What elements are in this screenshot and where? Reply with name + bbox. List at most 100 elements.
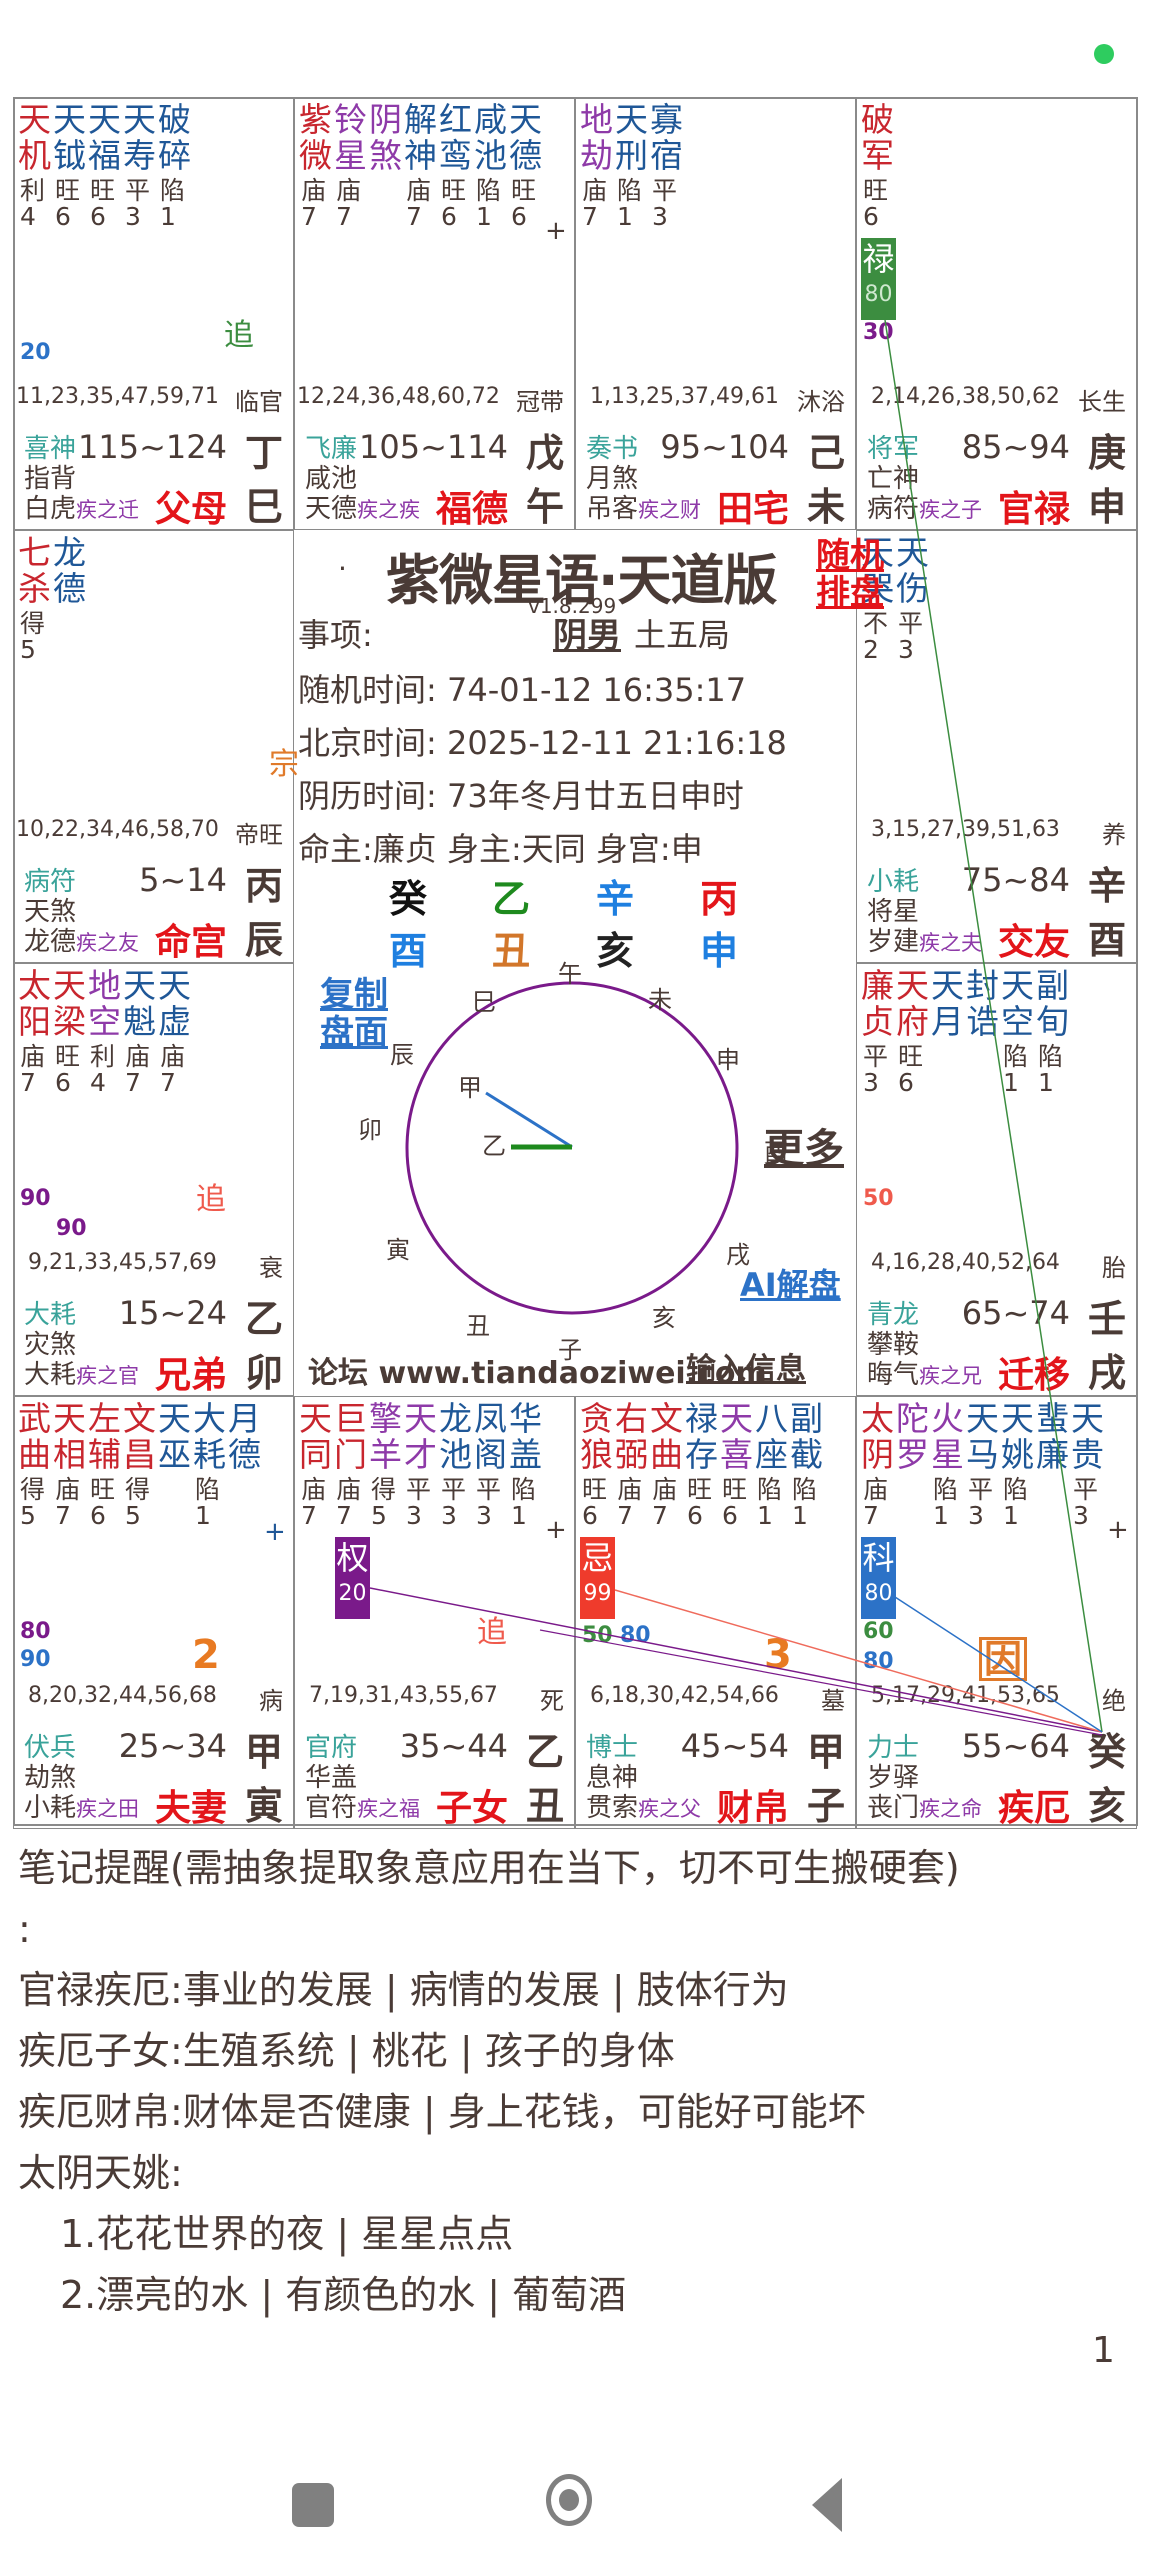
- star-name[interactable]: 阴煞: [369, 100, 402, 175]
- star-name[interactable]: 文曲: [650, 1399, 683, 1474]
- star-name[interactable]: 天福: [88, 100, 121, 175]
- star-name[interactable]: 地劫: [580, 100, 613, 175]
- dial-branch: 午: [558, 960, 582, 988]
- star-name[interactable]: 天钺: [53, 100, 86, 175]
- star-name[interactable]: 擎羊: [369, 1399, 402, 1474]
- star-name[interactable]: 铃星: [334, 100, 367, 175]
- brightness: 旺: [863, 176, 889, 205]
- star-name[interactable]: 天机: [18, 100, 51, 175]
- star-name[interactable]: 巨门: [334, 1399, 367, 1474]
- star-name[interactable]: 月德: [228, 1399, 261, 1474]
- palace-name[interactable]: 疾厄: [997, 1788, 1070, 1829]
- star-name[interactable]: 天贵: [1071, 1399, 1104, 1474]
- star-name[interactable]: 太阴: [861, 1399, 894, 1474]
- copy-chart-button[interactable]: 复制盘面: [320, 975, 388, 1053]
- star-name[interactable]: 蜚廉: [1036, 1399, 1069, 1474]
- palace-name[interactable]: 官禄: [997, 489, 1070, 530]
- recents-icon[interactable]: [292, 2483, 334, 2527]
- star-name[interactable]: 寡宿: [650, 100, 683, 175]
- star-name[interactable]: 天月: [931, 966, 964, 1041]
- star-name[interactable]: 八座: [755, 1399, 788, 1474]
- palace-name[interactable]: 交友: [997, 922, 1070, 963]
- star-name[interactable]: 龙德: [53, 533, 86, 608]
- star-name[interactable]: 封诰: [966, 966, 999, 1041]
- gender-toggle[interactable]: 阴男: [553, 616, 621, 656]
- brightness: 陷: [1003, 1042, 1029, 1071]
- star-name[interactable]: 天喜: [720, 1399, 753, 1474]
- star-name[interactable]: 七杀: [18, 533, 51, 608]
- star-name[interactable]: 天府: [896, 966, 929, 1041]
- star-name[interactable]: 右弼: [615, 1399, 648, 1474]
- star-name[interactable]: 副截: [790, 1399, 823, 1474]
- back-icon[interactable]: [812, 2478, 842, 2532]
- star-name[interactable]: 红鸾: [439, 100, 472, 175]
- star-name[interactable]: 破军: [861, 100, 894, 175]
- forum-link[interactable]: 论坛 www.tiandaoziwei.com: [308, 1356, 767, 1391]
- star-name[interactable]: 天刑: [615, 100, 648, 175]
- star-name[interactable]: 天德: [509, 100, 542, 175]
- ai-interpret-button[interactable]: AI解盘: [740, 1266, 841, 1304]
- star-name[interactable]: 贪狼: [580, 1399, 613, 1474]
- star-name[interactable]: 天相: [53, 1399, 86, 1474]
- star-name[interactable]: 天伤: [896, 533, 929, 608]
- earthly-branch: 亥: [1087, 1784, 1126, 1828]
- palace-name[interactable]: 财帛: [716, 1788, 789, 1829]
- star-name[interactable]: 天才: [404, 1399, 437, 1474]
- palace-name[interactable]: 福德: [435, 489, 508, 530]
- star-name[interactable]: 解神: [404, 100, 437, 175]
- star-name[interactable]: 天寿: [123, 100, 156, 175]
- star-name[interactable]: 太阳: [18, 966, 51, 1041]
- suiqian-god: 岁建疾之夫: [867, 927, 983, 957]
- star-name[interactable]: 紫微: [299, 100, 332, 175]
- star-name[interactable]: 天巫: [158, 1399, 191, 1474]
- star-name[interactable]: 凤阁: [474, 1399, 507, 1474]
- star-name[interactable]: 天姚: [1001, 1399, 1034, 1474]
- star-name[interactable]: 左辅: [88, 1399, 121, 1474]
- star-name[interactable]: 天马: [966, 1399, 999, 1474]
- earthly-branch: 辰: [244, 918, 283, 962]
- home-icon[interactable]: [546, 2474, 592, 2526]
- random-chart-button[interactable]: 随机排盘: [816, 536, 884, 613]
- star-name[interactable]: 天同: [299, 1399, 332, 1474]
- star-name[interactable]: 天魁: [123, 966, 156, 1041]
- input-info-button[interactable]: 输入信息: [686, 1352, 806, 1387]
- star-name[interactable]: 破碎: [158, 100, 191, 175]
- star-name[interactable]: 陀罗: [896, 1399, 929, 1474]
- star-name[interactable]: 文昌: [123, 1399, 156, 1474]
- star-name[interactable]: 廉贞: [861, 966, 894, 1041]
- star-name[interactable]: 华盖: [509, 1399, 542, 1474]
- brightness-score: 7: [336, 1501, 352, 1530]
- palace-name[interactable]: 子女: [435, 1788, 508, 1829]
- star-name[interactable]: 天空: [1001, 966, 1034, 1041]
- star-name[interactable]: 咸池: [474, 100, 507, 175]
- palace-name[interactable]: 命宫: [154, 922, 227, 963]
- star-name[interactable]: 天梁: [53, 966, 86, 1041]
- star-name[interactable]: 禄存: [685, 1399, 718, 1474]
- star-name[interactable]: 大耗: [193, 1399, 226, 1474]
- palace-name[interactable]: 夫妻: [154, 1788, 227, 1829]
- star-name[interactable]: 火星: [931, 1399, 964, 1474]
- star-name[interactable]: 武曲: [18, 1399, 51, 1474]
- palace-name[interactable]: 兄弟: [154, 1355, 227, 1396]
- palace-name[interactable]: 田宅: [716, 489, 789, 530]
- star-name[interactable]: 副旬: [1036, 966, 1069, 1041]
- palace-name[interactable]: 父母: [154, 489, 227, 530]
- more-button[interactable]: 更多: [764, 1126, 844, 1172]
- palace-name[interactable]: 迁移: [997, 1355, 1070, 1396]
- star-name[interactable]: 龙池: [439, 1399, 472, 1474]
- star-name[interactable]: 地空: [88, 966, 121, 1041]
- star-name[interactable]: 天虚: [158, 966, 191, 1041]
